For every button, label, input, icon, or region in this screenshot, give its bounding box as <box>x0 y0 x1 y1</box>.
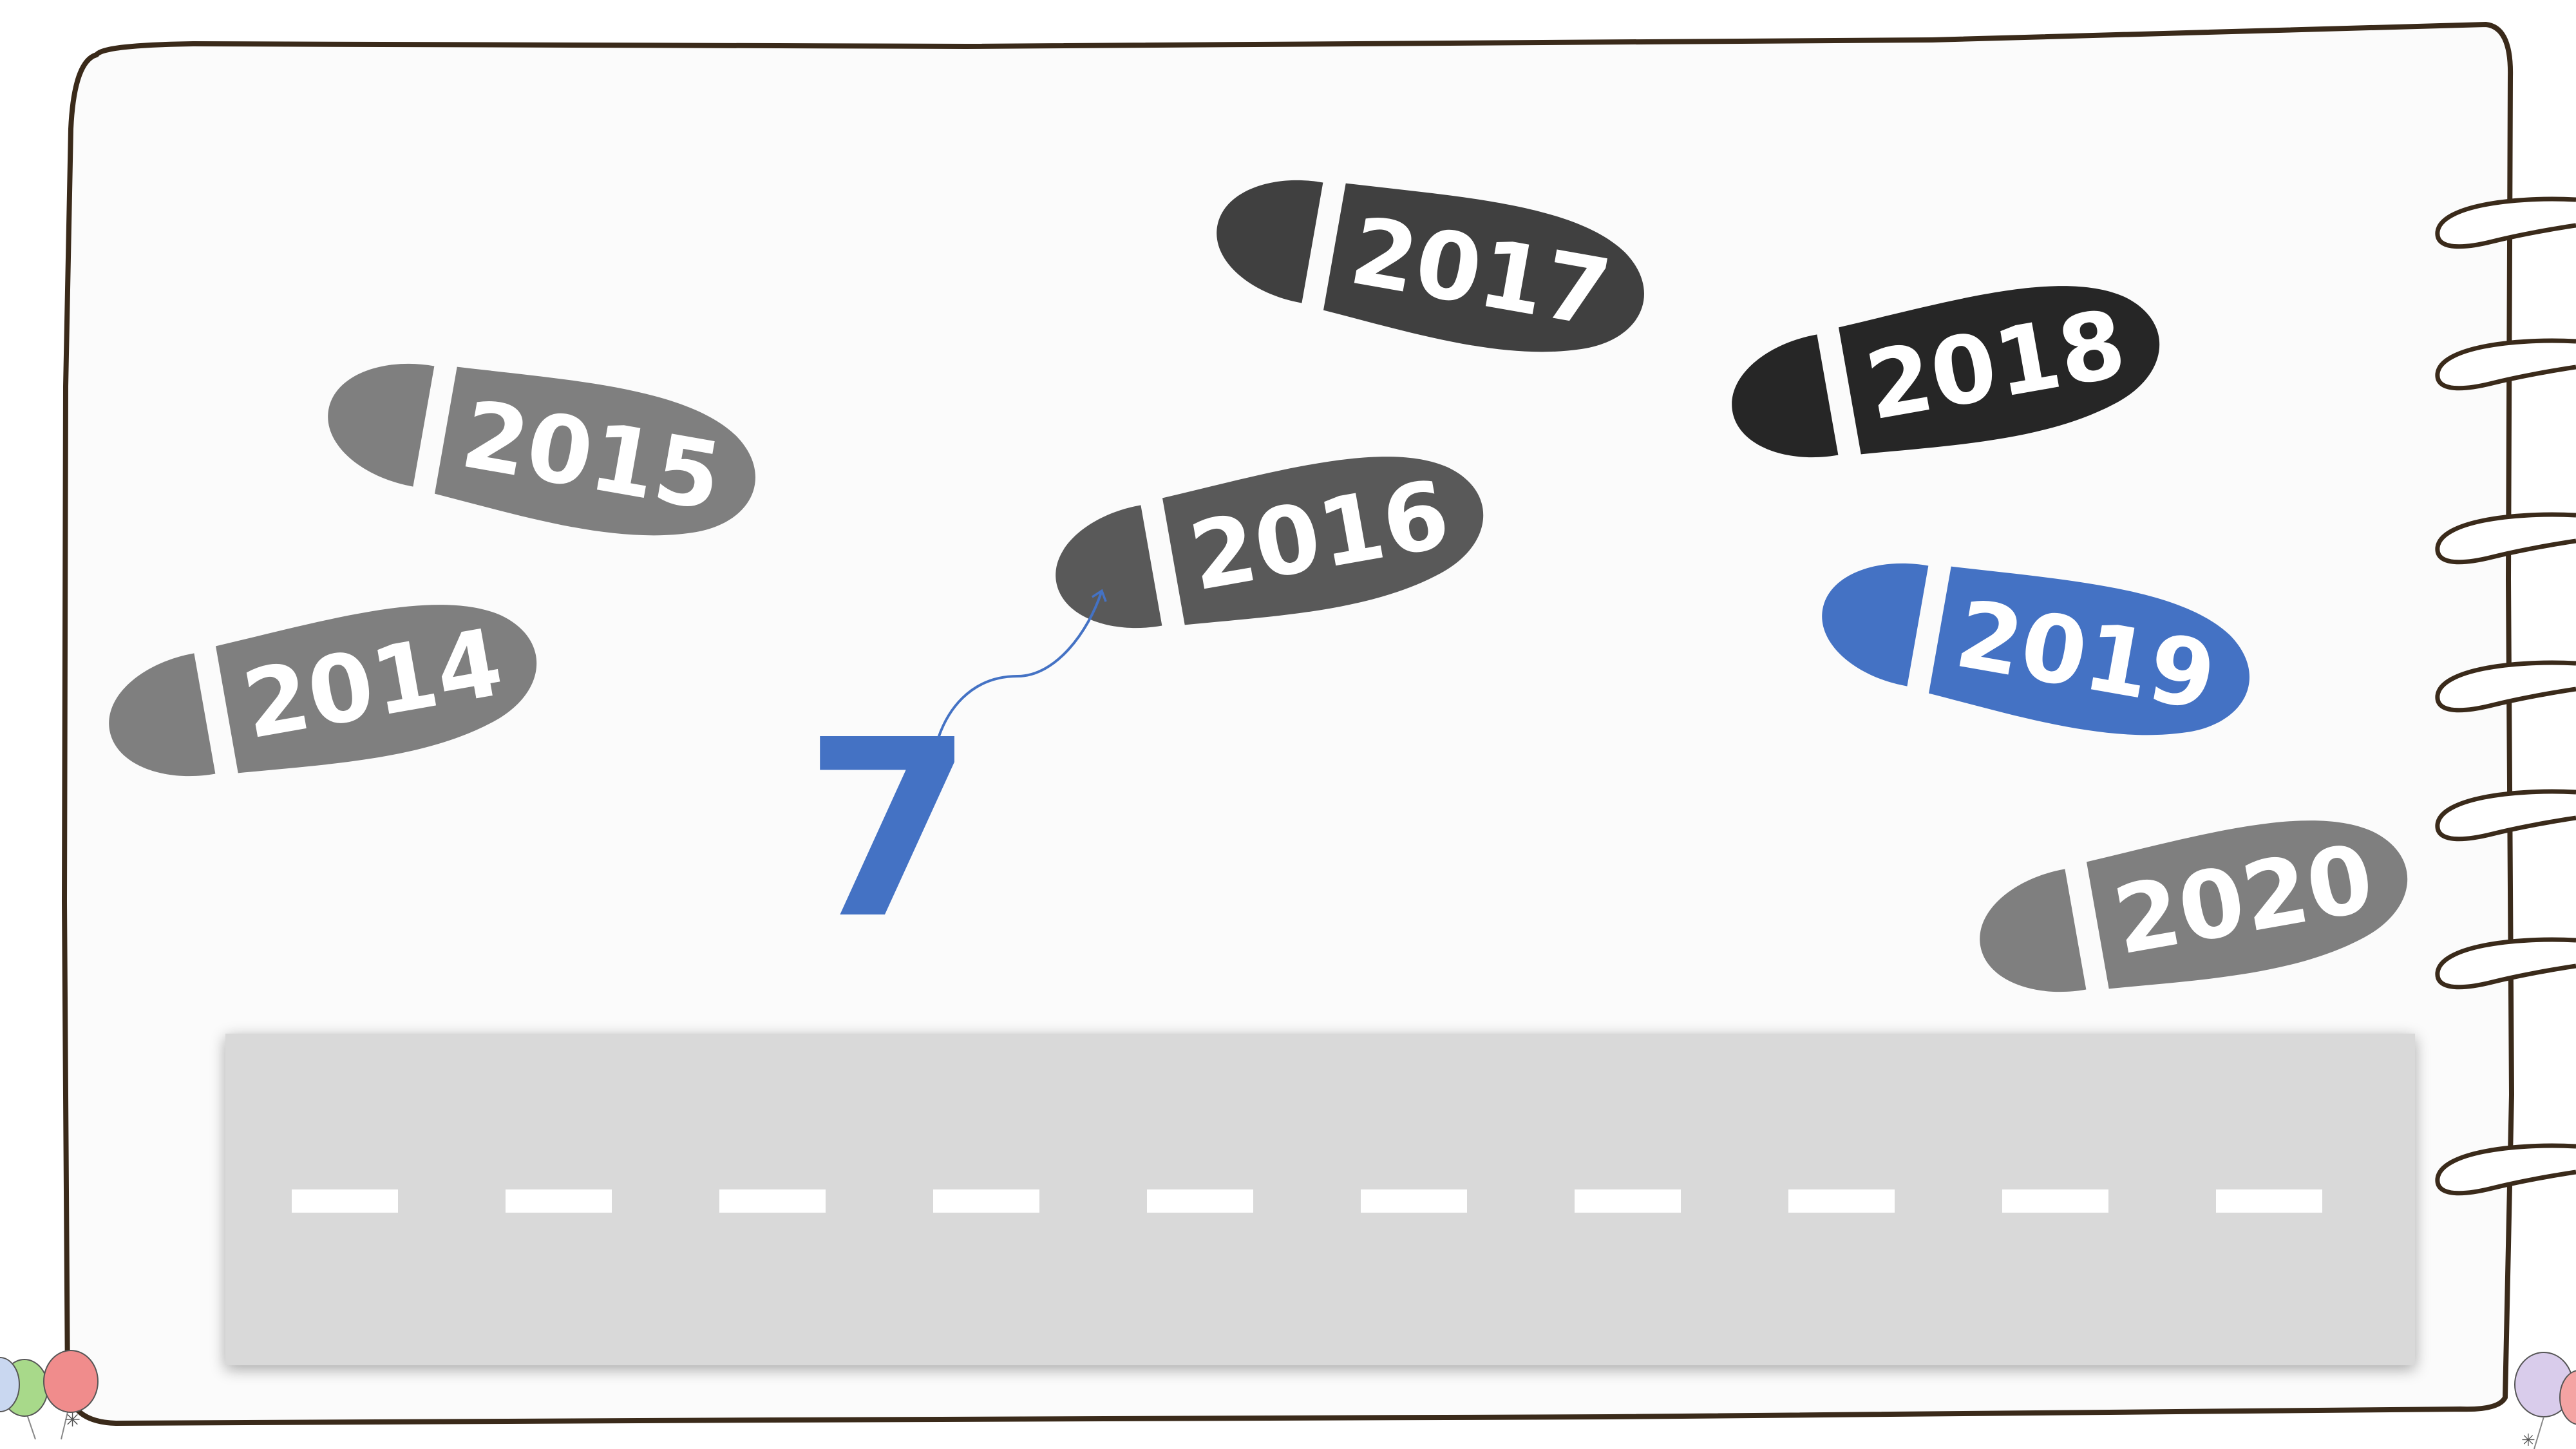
footprint-heel <box>1732 334 1839 458</box>
footprint-sole <box>1162 457 1484 625</box>
lane-mark <box>1147 1189 1253 1213</box>
lane-mark <box>2002 1189 2108 1213</box>
footprint-sole <box>2086 820 2408 989</box>
balloons-icon-right: ✳ <box>2514 1352 2576 1449</box>
lane-mark <box>292 1189 398 1213</box>
footprint-2015: 2015 <box>328 363 755 536</box>
footprint-sole <box>215 605 537 773</box>
binder-ring <box>2435 1143 2576 1196</box>
lane-mark <box>719 1189 826 1213</box>
milestone-number: 7 <box>804 687 974 972</box>
lane-mark <box>1575 1189 1681 1213</box>
footprint-sole <box>434 366 755 536</box>
binder-ring <box>2435 660 2576 713</box>
binder-ring <box>2435 789 2576 842</box>
lane-mark <box>1361 1189 1467 1213</box>
lane-mark <box>506 1189 612 1213</box>
lane-mark <box>2216 1189 2322 1213</box>
footprint-2019: 2019 <box>1822 563 2249 735</box>
curved-arrow-icon <box>933 589 1107 755</box>
binder-ring <box>2435 338 2576 391</box>
footprint-2016: 2016 <box>1056 457 1484 629</box>
lane-markings <box>292 1189 2322 1213</box>
footprint-heel <box>1822 563 1929 687</box>
footprint-2017: 2017 <box>1217 180 1644 352</box>
footprint-sole <box>1838 286 2160 455</box>
balloons-icon: ✳ <box>0 1350 99 1440</box>
binder-ring <box>2435 512 2576 565</box>
footprint-sole <box>1323 183 1644 352</box>
footprint-heel <box>1056 505 1162 629</box>
road <box>225 1034 2415 1365</box>
svg-text:✳: ✳ <box>64 1409 80 1432</box>
binder-ring <box>2435 196 2576 249</box>
binder-ring <box>2435 937 2576 990</box>
notebook-rings-icon <box>2435 196 2576 1196</box>
footprint-sole <box>1928 566 2249 735</box>
footprint-heel <box>109 653 216 777</box>
lane-mark <box>1788 1189 1895 1213</box>
lane-mark <box>933 1189 1039 1213</box>
svg-text:✳: ✳ <box>2521 1431 2535 1449</box>
footprint-heel <box>1980 869 2087 992</box>
footprint-heel <box>328 363 435 487</box>
footprint-heel <box>1217 180 1323 303</box>
